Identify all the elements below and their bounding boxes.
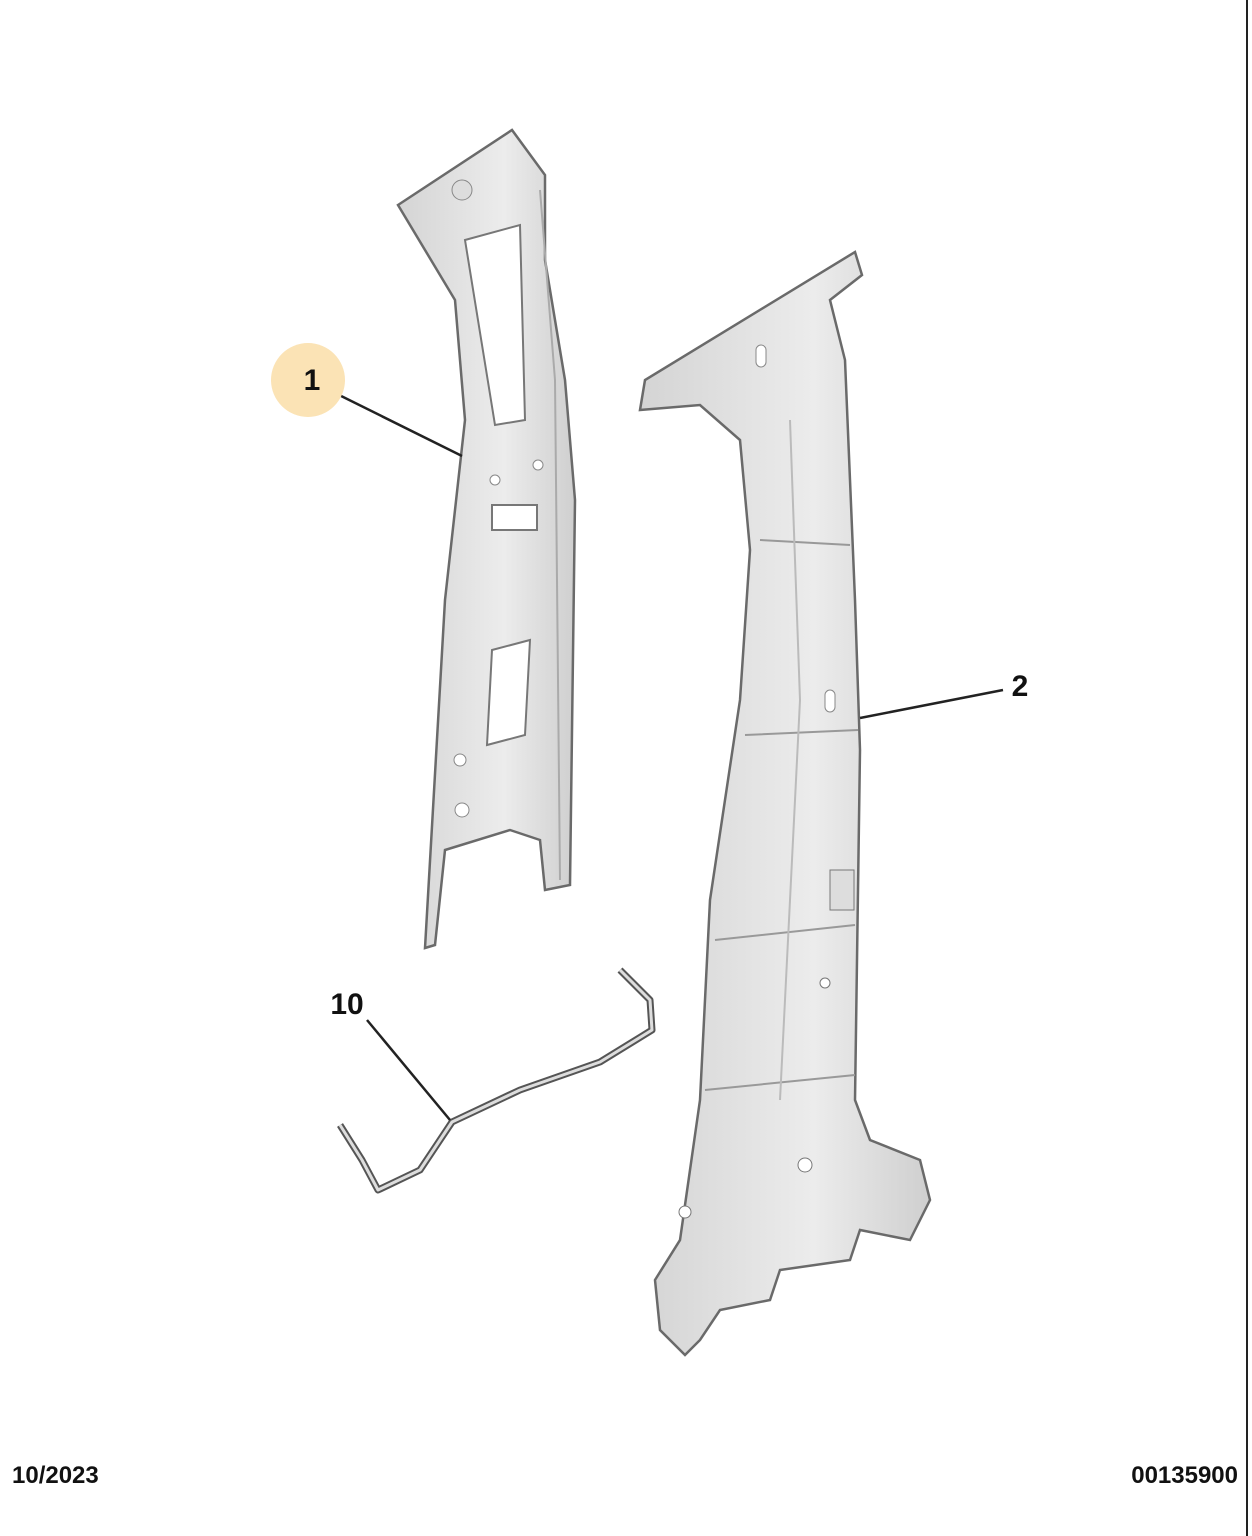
callout-1-highlight [271,343,345,417]
callout-2[interactable]: 2 [1012,670,1029,703]
leader-line-2 [859,688,1004,720]
diagram-reference: 00135900 [1131,1462,1238,1489]
leader-line-10 [366,1019,451,1121]
part-2-center-pillar[interactable] [638,250,932,1357]
callout-1[interactable]: 1 [304,364,321,397]
leader-line-1 [324,386,463,458]
part-10-bracket[interactable] [337,967,656,1194]
right-border [1246,0,1248,1536]
callout-10[interactable]: 10 [330,988,363,1021]
part-1-inner-pillar[interactable] [396,128,577,950]
diagram-date: 10/2023 [12,1462,99,1489]
